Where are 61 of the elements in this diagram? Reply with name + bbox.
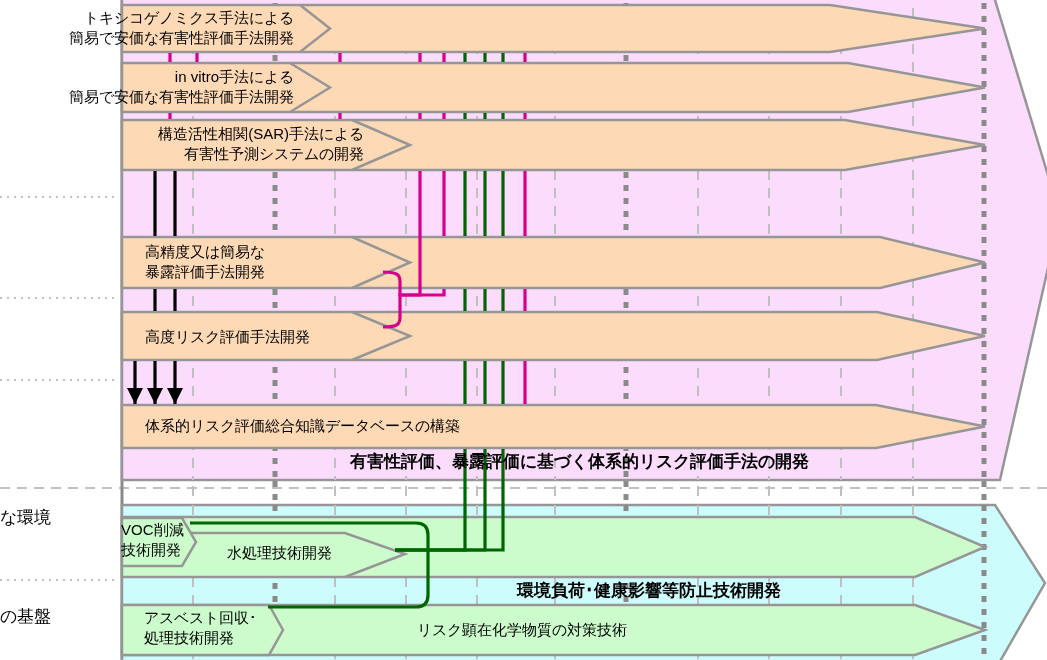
connector-line bbox=[173, 171, 177, 236]
row-heading: な環境 bbox=[0, 507, 51, 529]
connector-line bbox=[442, 113, 446, 119]
connector-line bbox=[501, 361, 505, 404]
connector-line bbox=[153, 289, 157, 311]
connector-line bbox=[463, 361, 467, 404]
connector-line bbox=[173, 289, 177, 311]
connector-line bbox=[483, 171, 487, 236]
connector-line bbox=[501, 171, 505, 236]
connector-line bbox=[463, 289, 467, 311]
task-label: リスク顕在化学物質の対策技術 bbox=[417, 620, 628, 640]
connector-line bbox=[501, 289, 505, 311]
connector-line bbox=[338, 113, 342, 119]
task-label: 高度リスク評価手法開発 bbox=[145, 327, 311, 347]
task-arrow-bar bbox=[122, 312, 985, 360]
connector-line bbox=[463, 53, 467, 62]
connector-line bbox=[190, 521, 430, 609]
band-title: 環境負荷･健康影響等防止技術開発 bbox=[517, 580, 782, 602]
task-label: VOC削減技術開発 bbox=[121, 520, 185, 561]
connector-line bbox=[153, 171, 157, 236]
connector-line bbox=[463, 171, 467, 236]
connector-line bbox=[523, 289, 527, 311]
task-arrow-bar bbox=[122, 517, 985, 577]
connector-line bbox=[483, 289, 487, 311]
connector-line bbox=[168, 113, 172, 119]
connector-line bbox=[501, 113, 505, 119]
task-arrow-bar bbox=[122, 120, 985, 170]
task-label: アスベスト回収･処理技術開発 bbox=[144, 608, 258, 649]
row-heading: の基盤 bbox=[0, 606, 51, 628]
connector-line bbox=[463, 113, 467, 119]
task-arrow-bar bbox=[122, 237, 985, 288]
task-label: 体系的リスク評価総合知識データベースの構築 bbox=[145, 416, 461, 436]
task-pentagon bbox=[122, 605, 284, 655]
arrow bbox=[147, 361, 163, 404]
connector-line bbox=[442, 171, 446, 236]
phase-arrow-band bbox=[122, 505, 1045, 660]
connector-line bbox=[523, 171, 527, 236]
connector-line bbox=[168, 53, 172, 62]
arrow bbox=[127, 361, 143, 404]
connector-line bbox=[523, 53, 527, 62]
connector-line bbox=[382, 289, 446, 329]
connector-line bbox=[395, 449, 505, 552]
connector-line bbox=[418, 53, 422, 62]
connector-line bbox=[195, 53, 199, 62]
connector-line bbox=[523, 361, 527, 404]
connector-line bbox=[501, 53, 505, 62]
task-label: 高精度又は簡易な暴露評価手法開発 bbox=[145, 242, 266, 283]
connector-line bbox=[483, 361, 487, 404]
task-label: in vitro手法による簡易で安価な有害性評価手法開発 bbox=[68, 67, 294, 108]
connector-line bbox=[418, 113, 422, 119]
connector-line bbox=[483, 113, 487, 119]
arrow bbox=[167, 361, 183, 404]
connector-line bbox=[442, 53, 446, 62]
connector-line bbox=[338, 53, 342, 62]
task-label: 水処理技術開発 bbox=[227, 543, 333, 563]
task-label: トキシコゲノミクス手法による簡易で安価な有害性評価手法開発 bbox=[68, 8, 294, 49]
connector-line bbox=[523, 113, 527, 119]
task-arrow-bar bbox=[122, 405, 985, 448]
task-pentagon bbox=[122, 518, 197, 566]
connector-line bbox=[483, 53, 487, 62]
task-label: 構造活性相関(SAR)手法による有害性予測システムの開発 bbox=[157, 124, 364, 165]
